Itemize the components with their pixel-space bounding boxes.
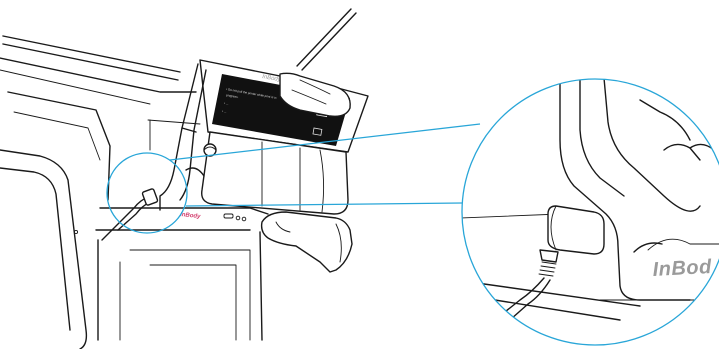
display-screen <box>0 150 86 349</box>
power-cable-icon <box>102 188 158 240</box>
screwdriver-icon <box>297 9 356 70</box>
printer-module: • Do not pull the printer while print is… <box>160 60 368 214</box>
body-brand-logo: InBody <box>180 212 202 220</box>
magnified-view: InBod <box>460 78 719 348</box>
power-jack-small-icon <box>142 188 158 205</box>
hand-bottom-icon <box>262 212 352 272</box>
printer-hinge-knob <box>204 144 216 156</box>
printer-label-line-3: • ... <box>224 101 229 106</box>
printer-label-line-4: • ... <box>222 109 227 114</box>
status-indicator-icons <box>224 214 246 221</box>
zoom-brand-logo: InBod <box>652 256 713 281</box>
